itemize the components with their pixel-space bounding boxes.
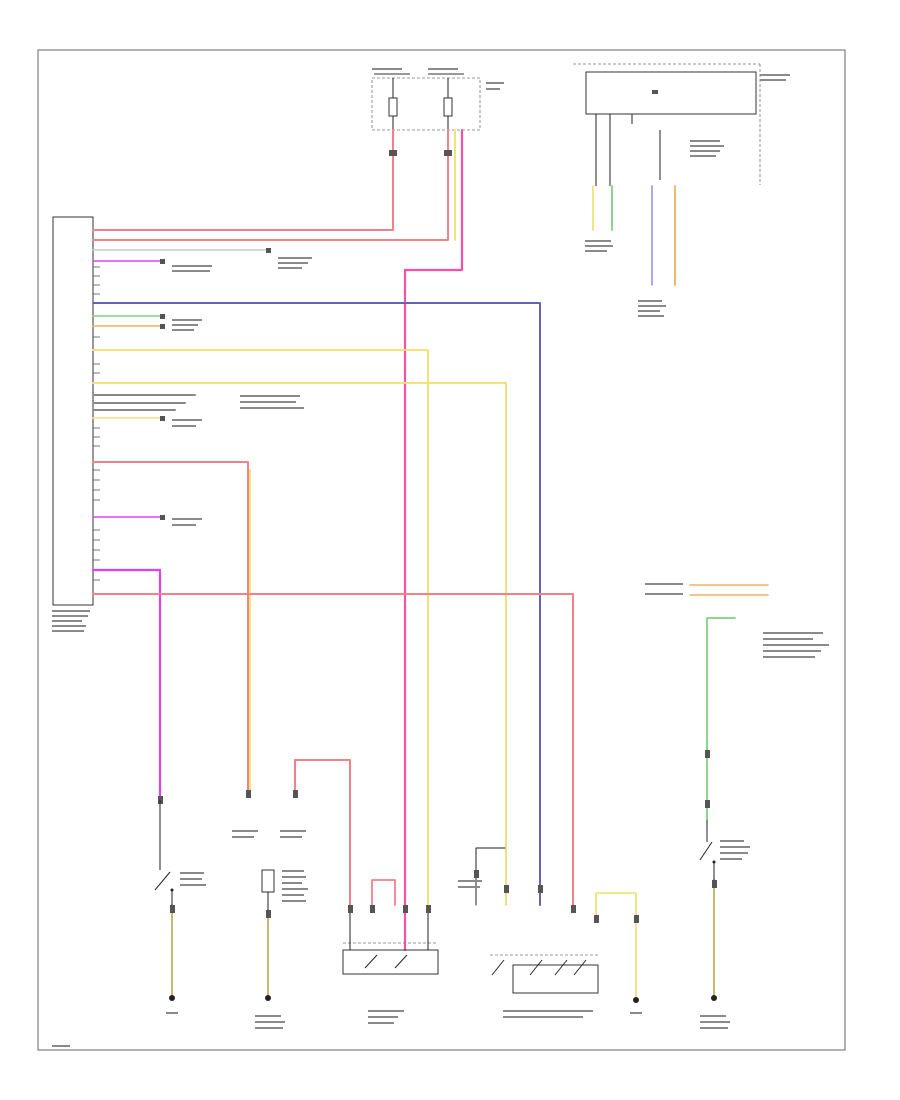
switch-far-right <box>699 820 716 880</box>
switch-center <box>342 913 439 975</box>
pin-stubs <box>93 266 100 581</box>
wire-red-5 <box>294 759 351 906</box>
grounds <box>169 995 717 1003</box>
wires <box>91 128 769 1001</box>
connector-markers <box>158 150 717 923</box>
wire-yellow-2 <box>92 349 429 906</box>
wire-blue <box>92 302 541 906</box>
fine-print <box>52 68 829 1047</box>
wire-red-1 <box>92 129 394 231</box>
wire-black-1 <box>475 847 506 906</box>
sensor-box-left <box>261 869 275 910</box>
wire-yellow-3 <box>92 382 507 906</box>
control-module <box>52 216 100 606</box>
ground-4 <box>711 995 717 1001</box>
diagram-frame <box>37 49 846 1051</box>
column-module-glyph <box>652 90 658 94</box>
ground-3 <box>633 997 639 1003</box>
ground-2 <box>265 995 271 1001</box>
fuse-box <box>371 73 481 131</box>
ground-1 <box>169 995 175 1001</box>
fuse-2 <box>443 97 453 117</box>
switch-right-multi <box>490 954 600 994</box>
wire-red-3 <box>92 461 249 791</box>
wire-red-2 <box>92 129 449 241</box>
control-module-connector <box>52 216 94 606</box>
switch-left <box>154 800 174 905</box>
wire-red-6 <box>371 879 396 906</box>
wire-red-4 <box>92 593 574 906</box>
wire-pink-feed <box>403 128 464 952</box>
column-module <box>573 63 761 186</box>
fuse-1 <box>388 97 398 117</box>
wire-yellow-loop <box>595 892 637 1001</box>
wire-magenta-3 <box>91 568 162 802</box>
wire-green-right <box>706 617 736 821</box>
